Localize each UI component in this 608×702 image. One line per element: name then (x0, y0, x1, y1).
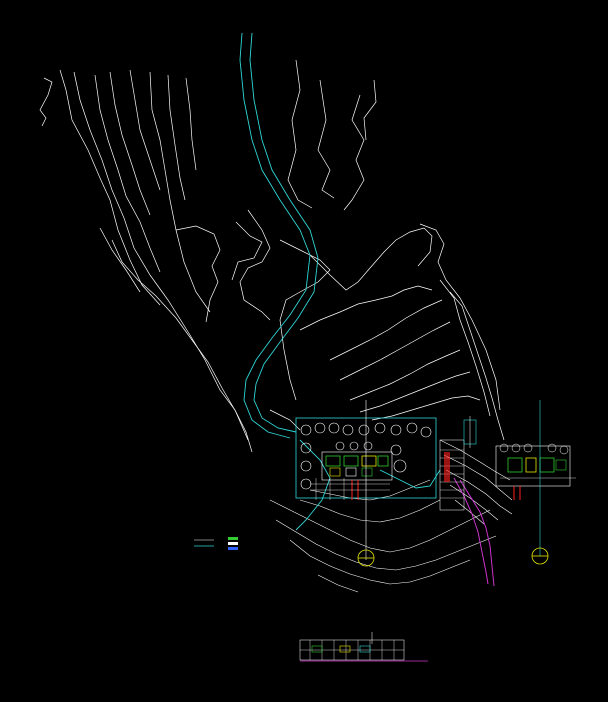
access-road (453, 477, 495, 587)
contour-lines-central (175, 59, 505, 441)
main-site-plan (295, 400, 437, 567)
right-site-plan (495, 400, 576, 565)
legend-block (194, 537, 238, 550)
river-channel (239, 32, 441, 531)
north-marker-main (357, 549, 375, 567)
contour-lines-south (269, 439, 513, 593)
stair-terrace (439, 416, 477, 511)
terrace-grid (310, 478, 390, 500)
north-marker-right (531, 547, 549, 565)
contour-lines-west (39, 69, 253, 453)
tree-canopies (300, 422, 432, 490)
elevation-drawing (299, 632, 428, 662)
building-block (321, 451, 393, 500)
